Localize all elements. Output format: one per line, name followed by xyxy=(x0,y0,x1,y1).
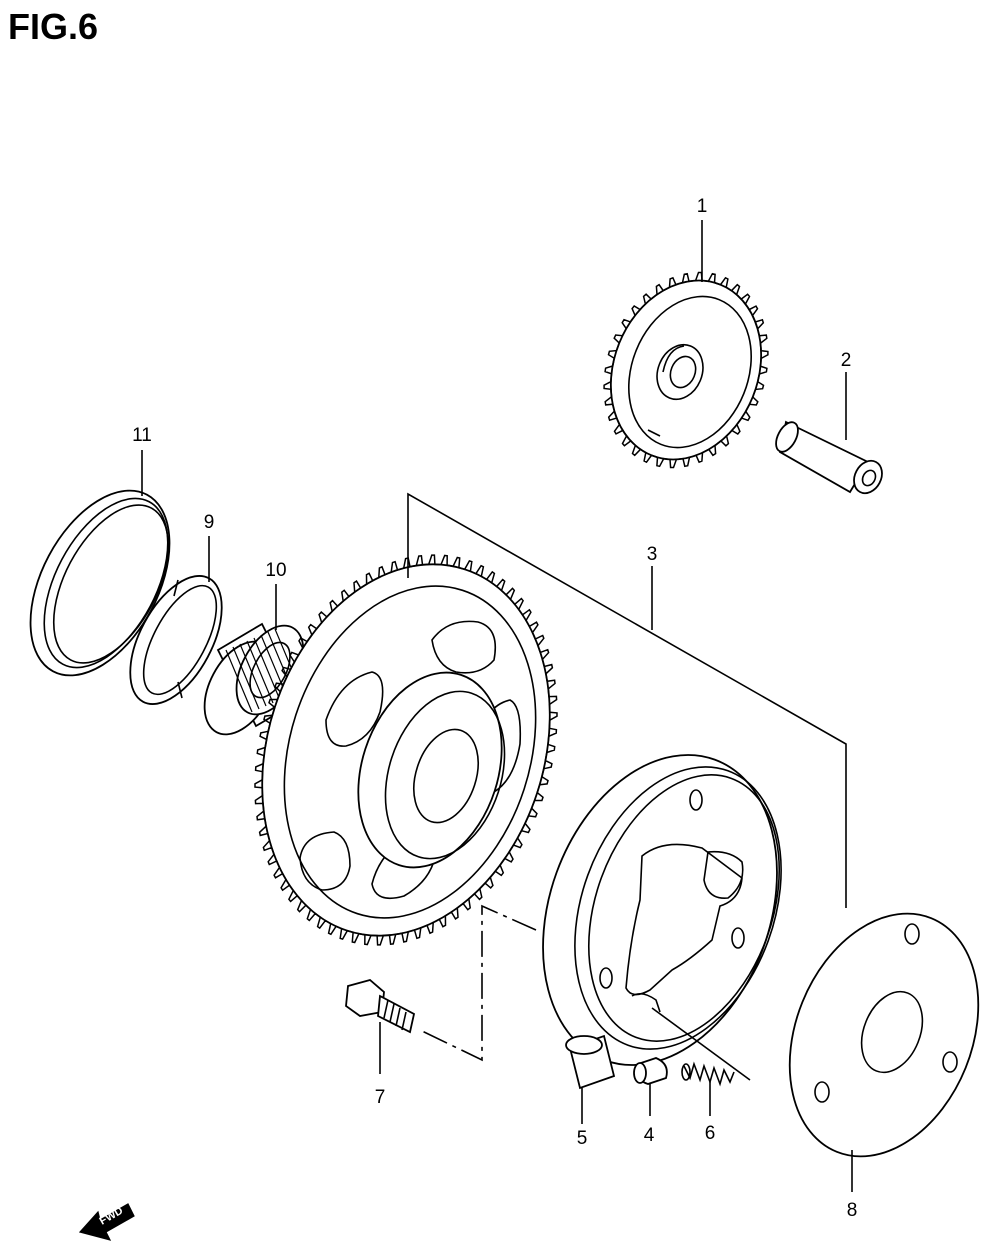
needle-roller xyxy=(225,649,253,713)
figure-title: FIG.6 xyxy=(8,6,99,47)
part-2-shaft[interactable] xyxy=(772,419,888,498)
callout-2: 2 xyxy=(841,350,852,371)
part-8-cover-plate[interactable] xyxy=(755,885,1000,1185)
callout-8: 8 xyxy=(847,1200,858,1221)
needle-roller xyxy=(246,640,274,704)
part-5-roller[interactable] xyxy=(565,1034,616,1090)
callout-7: 7 xyxy=(375,1087,386,1108)
callout-11: 11 xyxy=(132,425,152,446)
part-3-clutch-housing[interactable] xyxy=(502,722,818,1098)
part-4-plunger[interactable] xyxy=(633,1057,668,1085)
callout-5: 5 xyxy=(577,1128,588,1149)
part-6-spring[interactable] xyxy=(681,1061,735,1087)
callout-4: 4 xyxy=(644,1125,655,1146)
callout-1: 1 xyxy=(697,196,708,217)
needle-roller xyxy=(232,646,260,710)
callout-10: 10 xyxy=(265,560,286,581)
part-7-bolt[interactable] xyxy=(345,979,416,1034)
needle-roller xyxy=(239,643,267,707)
callout-6: 6 xyxy=(705,1123,716,1144)
part-1-idle-gear[interactable] xyxy=(585,258,787,483)
fwd-arrow-icon: FWD xyxy=(78,1203,135,1241)
gear-teeth xyxy=(254,554,558,946)
callout-9: 9 xyxy=(204,512,215,533)
needle-roller xyxy=(253,637,281,701)
part-3-starter-driven-gear[interactable] xyxy=(216,527,596,974)
leader-lines xyxy=(141,220,853,1192)
gear-teeth xyxy=(603,271,769,469)
callout-3: 3 xyxy=(647,544,658,565)
